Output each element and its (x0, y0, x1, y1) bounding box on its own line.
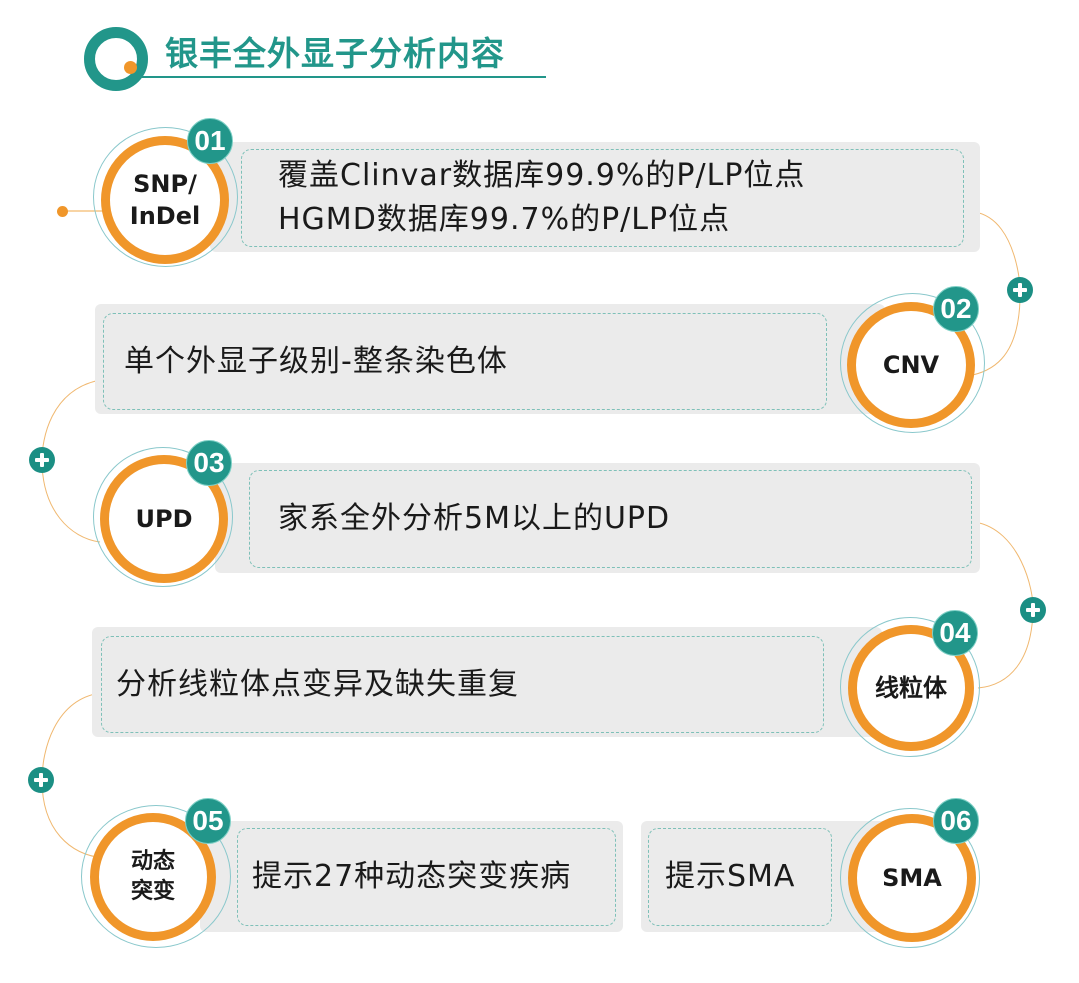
item-card-cnv (95, 304, 885, 414)
number-badge: 02 (933, 286, 979, 332)
circle-halo (81, 805, 231, 948)
category-label: 动态 突变 (130, 849, 175, 904)
number-badge: 05 (185, 798, 231, 844)
item-text-line: 分析线粒体点变异及缺失重复 (116, 666, 519, 702)
category-circle-snp-indel: SNP/ InDel (101, 136, 229, 264)
category-label: CNV (882, 351, 940, 379)
number-badge: 06 (933, 798, 979, 844)
item-text-line: 提示SMA (665, 859, 796, 894)
item-card-mitochondria (92, 627, 882, 737)
circle-halo (840, 617, 980, 757)
number-badge: 04 (932, 610, 978, 656)
category-label: SMA (882, 864, 942, 892)
category-label: SNP/ InDel (129, 170, 201, 230)
item-text-box-upd: 家系全外分析5M以上的UPD (249, 470, 972, 568)
ring-logo-icon (84, 27, 148, 91)
item-card-dynamic-mutation (200, 821, 623, 932)
category-label: 线粒体 (875, 674, 947, 702)
item-text-box-cnv: 单个外显子级别-整条染色体 (103, 313, 827, 410)
expand-plus-icon[interactable] (1007, 277, 1033, 303)
circle-halo (93, 447, 233, 587)
item-text-line: 家系全外分析5M以上的UPD (278, 501, 671, 536)
item-card-snp-indel (210, 142, 980, 252)
item-text-line: 提示27种动态突变疾病 (252, 859, 572, 894)
number-badge: 03 (186, 440, 232, 486)
title-underline (138, 76, 546, 78)
expand-plus-icon[interactable] (28, 767, 54, 793)
expand-plus-icon[interactable] (29, 447, 55, 473)
connector-dot (57, 206, 68, 217)
page-title: 银丰全外显子分析内容 (165, 34, 505, 73)
item-text-box-mitochondria: 分析线粒体点变异及缺失重复 (101, 636, 824, 733)
item-text-line: 覆盖Clinvar数据库99.9%的P/LP位点 (278, 158, 806, 193)
item-text-line: 单个外显子级别-整条染色体 (124, 343, 508, 379)
item-text-line: HGMD数据库99.7%的P/LP位点 (278, 202, 731, 237)
circle-halo (93, 127, 238, 267)
circle-halo (840, 293, 985, 433)
expand-plus-icon[interactable] (1020, 597, 1046, 623)
item-text-box-dynamic-mutation: 提示27种动态突变疾病 (237, 828, 616, 926)
item-text-box-sma: 提示SMA (648, 828, 832, 926)
category-label: UPD (135, 505, 193, 533)
item-card-upd (215, 463, 980, 573)
category-circle-sma: SMA (848, 814, 976, 942)
number-badge: 01 (187, 118, 233, 164)
circle-halo (840, 808, 980, 948)
item-text-box-snp-indel: 覆盖Clinvar数据库99.9%的P/LP位点 HGMD数据库99.7%的P/… (241, 149, 964, 247)
logo-dot (124, 61, 137, 74)
